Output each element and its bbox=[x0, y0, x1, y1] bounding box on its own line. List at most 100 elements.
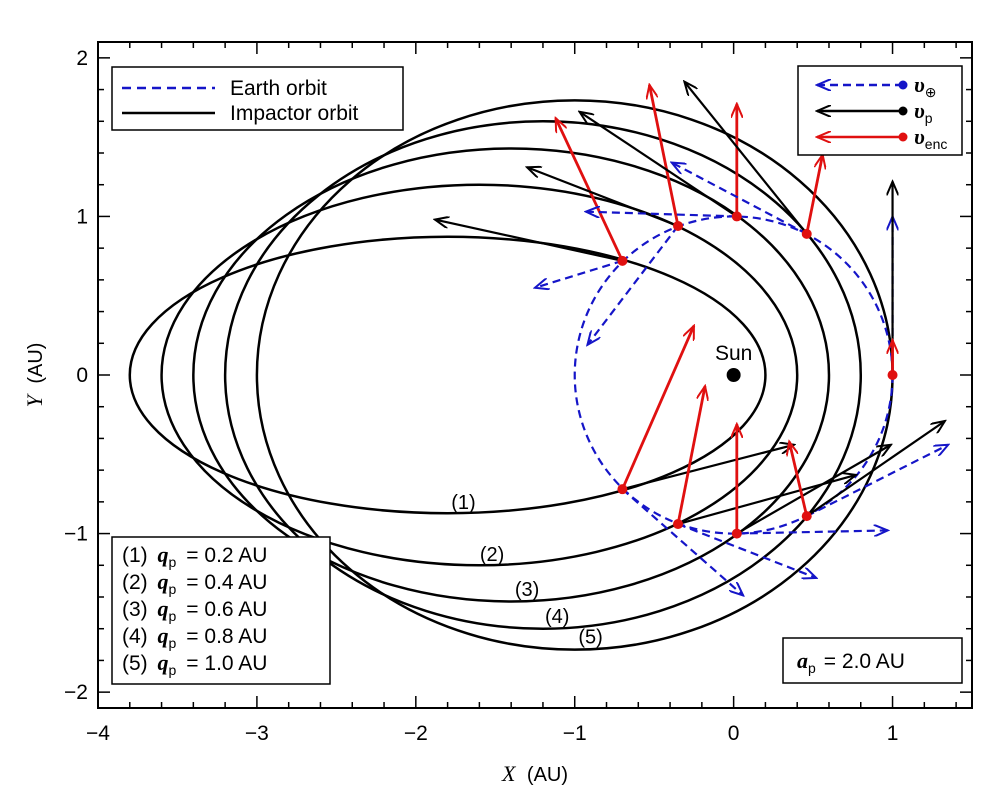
v-impactor-arrow bbox=[806, 421, 945, 518]
v-impactor-arrow bbox=[736, 445, 891, 535]
x-tick-label: 1 bbox=[887, 722, 899, 745]
v-earth-arrow bbox=[621, 488, 743, 595]
velocity-vectors bbox=[435, 82, 948, 596]
v-earth-arrow bbox=[677, 523, 816, 578]
encounter-point bbox=[801, 511, 812, 522]
orbit-label-5: (5) bbox=[578, 627, 602, 649]
encounter-point bbox=[731, 211, 742, 222]
encounter-point bbox=[617, 484, 628, 495]
legend-vearth-symbol: υ bbox=[914, 72, 925, 97]
ap-box: ap = 2.0 AU bbox=[782, 637, 963, 684]
x-tick-label: 0 bbox=[728, 722, 740, 745]
q-legend-sub: p bbox=[169, 581, 177, 597]
x-axis-symbol: X bbox=[501, 761, 517, 786]
y-tick-label: 2 bbox=[76, 47, 88, 70]
q-legend-sub: p bbox=[169, 608, 177, 624]
v-encounter-arrow bbox=[649, 85, 680, 227]
legend-venc-sub: enc bbox=[925, 136, 948, 152]
y-tick-labels: −2 −1 0 1 2 bbox=[64, 47, 88, 704]
q-legend-symbol: q bbox=[158, 650, 169, 675]
y-axis-unit: (AU) bbox=[25, 343, 47, 384]
sun-marker bbox=[726, 368, 741, 382]
v-encounter-arrow bbox=[621, 326, 696, 490]
v-encounter-arrow bbox=[789, 442, 809, 517]
encounter-point bbox=[673, 220, 684, 231]
y-axis-title: Y (AU) bbox=[22, 343, 47, 408]
q-legend-row: (2) qp = 0.4 AU bbox=[122, 569, 267, 597]
q-legend-box bbox=[111, 536, 331, 685]
impactor-orbits bbox=[128, 99, 894, 651]
q-legend-sub: p bbox=[169, 635, 177, 651]
q-legend-index: (1) bbox=[122, 544, 154, 567]
legend-vearth-label: υ⊕ bbox=[914, 72, 937, 100]
q-legend-symbol: q bbox=[158, 623, 169, 648]
v-encounter-arrow bbox=[676, 386, 705, 525]
v-impactor-arrow bbox=[622, 445, 794, 491]
encounter-point bbox=[887, 370, 898, 380]
q-legend-symbol: q bbox=[158, 542, 169, 567]
y-tick-label: 1 bbox=[76, 205, 88, 228]
q-legend-sub: p bbox=[169, 554, 177, 570]
encounter-point bbox=[801, 228, 812, 239]
impactor-orbit-2 bbox=[160, 183, 799, 567]
q-legend-index: (5) bbox=[122, 652, 154, 675]
v-impactor-arrow bbox=[579, 112, 738, 218]
orbit-label-1: (1) bbox=[451, 492, 475, 514]
legend-venc-symbol: υ bbox=[914, 124, 925, 149]
q-legend-row: (1) qp = 0.2 AU bbox=[122, 542, 267, 570]
vector-legend: υ⊕ υp υenc bbox=[797, 65, 963, 156]
q-legend-row: (3) qp= 0.6 AU bbox=[122, 596, 267, 624]
encounter-point bbox=[731, 528, 742, 539]
ap-value: = 2.0 AU bbox=[824, 650, 905, 673]
q-legend-value: = 0.8 AU bbox=[186, 625, 267, 648]
axis-ticks bbox=[97, 42, 972, 708]
v-earth-arrow bbox=[672, 163, 808, 235]
orbit-label-2: (2) bbox=[480, 544, 504, 566]
legend-venc-label: υenc bbox=[914, 124, 947, 152]
q-legend-value: = 0.4 AU bbox=[186, 571, 267, 594]
impactor-orbit-1 bbox=[128, 235, 767, 515]
legend-vp-label: υp bbox=[914, 98, 933, 126]
q-legend-value: = 0.2 AU bbox=[186, 544, 267, 567]
ap-symbol: a bbox=[797, 648, 808, 673]
y-tick-label: −2 bbox=[64, 681, 88, 704]
x-tick-label: −3 bbox=[245, 722, 269, 745]
ap-sub: p bbox=[808, 660, 816, 676]
y-tick-label: 0 bbox=[76, 364, 88, 387]
legend-venc-dot bbox=[898, 132, 908, 142]
x-tick-label: −1 bbox=[563, 722, 587, 745]
q-legend-rows: (1) qp= 0.2 AU(2) qp= 0.4 AU(3) qp= 0.6 … bbox=[122, 542, 267, 678]
encounter-point bbox=[673, 519, 684, 530]
y-axis-symbol: Y bbox=[22, 392, 47, 407]
q-legend-symbol: q bbox=[158, 596, 169, 621]
impactor-orbit-3 bbox=[192, 147, 831, 603]
q-legend-index: (3) bbox=[122, 598, 154, 621]
orbit-curve-labels: (1)(2)(3)(4)(5) bbox=[451, 492, 603, 649]
legend-vp-dot bbox=[898, 106, 908, 116]
q-legend-row: (5) qp = 1.0 AU bbox=[122, 650, 267, 678]
encounter-points bbox=[617, 211, 898, 539]
sun-label: Sun bbox=[715, 342, 752, 365]
orbit-label-4: (4) bbox=[545, 606, 569, 628]
q-legend-symbol: q bbox=[158, 569, 169, 594]
q-legend-sub: p bbox=[169, 662, 177, 678]
legend-vearth-sub: ⊕ bbox=[925, 84, 937, 100]
legend-vp-sub: p bbox=[925, 110, 933, 126]
v-encounter-arrow bbox=[554, 118, 624, 262]
y-tick-label: −1 bbox=[64, 523, 88, 546]
q-legend-value: = 1.0 AU bbox=[186, 652, 267, 675]
x-tick-label: −2 bbox=[404, 722, 428, 745]
v-earth-arrow bbox=[806, 445, 948, 518]
v-earth-arrow bbox=[587, 225, 679, 345]
legend-vp-symbol: υ bbox=[914, 98, 925, 123]
v-impactor-arrow bbox=[684, 82, 808, 235]
encounter-point bbox=[617, 255, 628, 266]
v-encounter-arrow bbox=[805, 155, 823, 235]
v-earth-arrow bbox=[586, 212, 737, 217]
legend-earth-label: Earth orbit bbox=[230, 77, 327, 100]
ap-box-frame bbox=[782, 637, 963, 684]
q-legend: (1) qp= 0.2 AU(2) qp= 0.4 AU(3) qp= 0.6 … bbox=[111, 536, 331, 685]
q-legend-index: (2) bbox=[122, 571, 154, 594]
